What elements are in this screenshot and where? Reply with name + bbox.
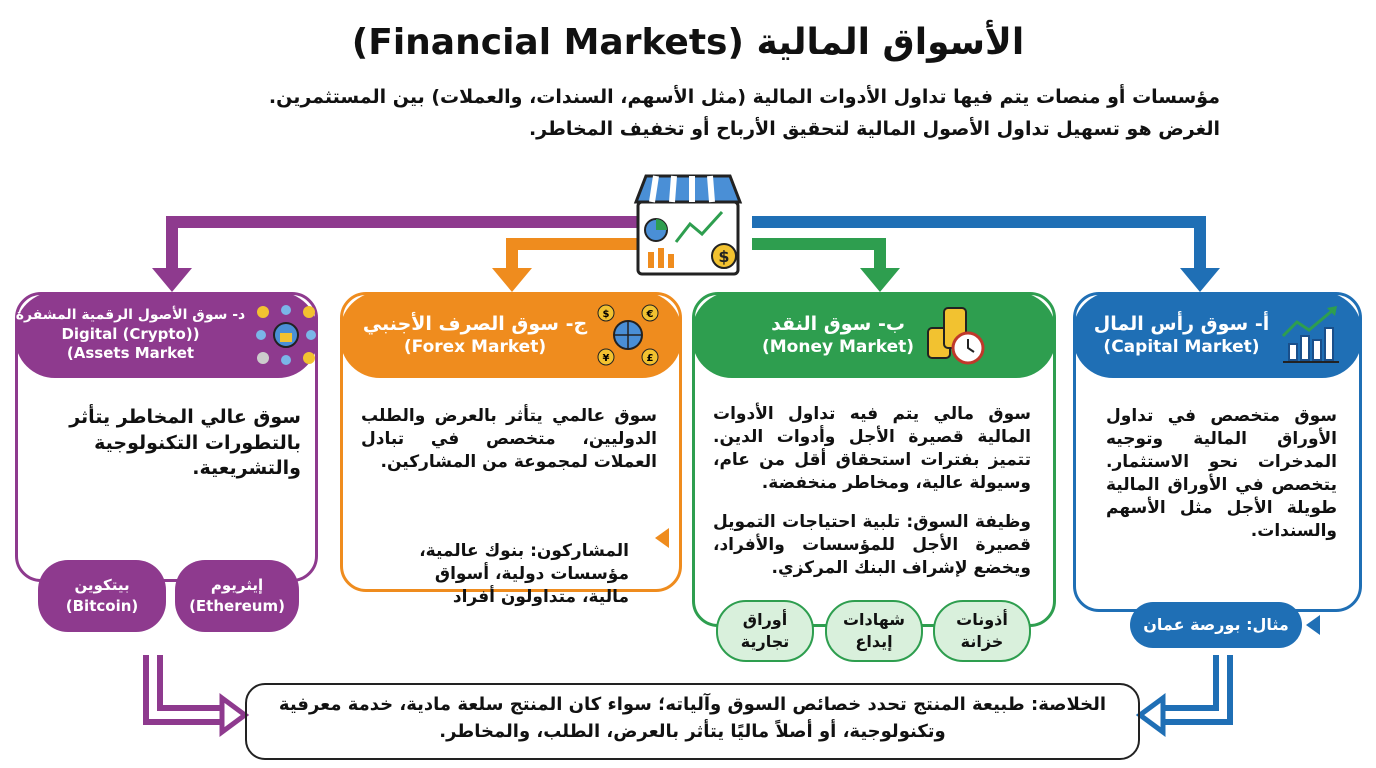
capital-description: سوق متخصص في تداول الأوراق المالية وتوجي… — [1106, 406, 1337, 541]
forex-participants: المشاركون: بنوك عالمية، مؤسسات دولية، أس… — [419, 541, 629, 607]
money-market-header: ب- سوق النقد (Money Market) — [692, 292, 1056, 378]
globe-currency-icon: $ € ¥ £ — [597, 304, 659, 366]
money-function: وظيفة السوق: تلبية احتياجات التمويل قصير… — [713, 512, 1031, 578]
capital-title-en: (Capital Market) — [1103, 337, 1260, 358]
chart-growth-icon — [1282, 306, 1340, 363]
ethereum-label-en: (Ethereum) — [189, 597, 285, 615]
svg-text:$: $ — [603, 309, 610, 320]
bitcoin-pill: بيتكوين (Bitcoin) — [38, 560, 166, 632]
capital-market-card: أ- سوق رأس المال (Capital Market) سوق مت… — [1073, 292, 1362, 612]
capital-example-pill: مثال: بورصة عمان — [1130, 602, 1302, 648]
forex-title: ج- سوق الصرف الأجنبي — [362, 312, 588, 335]
forex-title-en: (Forex Market) — [403, 337, 547, 358]
ethereum-label-ar: إيثريوم — [210, 576, 264, 594]
crypto-market-card: د- سوق الأصول الرقمية المشفرة (Digital (… — [15, 292, 318, 582]
capital-title: أ- سوق رأس المال — [1093, 312, 1270, 335]
deposit-certificates-pill: شهادات إيداع — [825, 600, 923, 662]
commercial-papers-pill: أوراق تجارية — [716, 600, 814, 662]
crypto-title-en: (Digital (Crypto) — [61, 324, 200, 343]
forex-market-card: $ € ¥ £ ج- سوق الصرف الأجنبي (Forex Market… — [340, 292, 682, 607]
crypto-title-en-2: Assets Market) — [66, 344, 195, 363]
crypto-network-icon — [256, 305, 317, 365]
forex-description: سوق عالمي يتأثر بالعرض والطلب الدوليين، … — [361, 406, 657, 472]
market-store-icon: $ — [633, 174, 743, 276]
money-title-en: (Money Market) — [761, 337, 915, 358]
subtitle-line-1: مؤسسات أو منصات يتم فيها تداول الأدوات ا… — [268, 86, 1220, 108]
crypto-description: سوق عالي المخاطر يتأثر بالتطورات التكنول… — [69, 406, 301, 480]
crypto-market-header: د- سوق الأصول الرقمية المشفرة (Digital (… — [15, 292, 318, 378]
ethereum-pill: إيثريوم (Ethereum) — [175, 560, 299, 632]
capital-arrow-icon — [1306, 615, 1320, 635]
crypto-title: د- سوق الأصول الرقمية المشفرة — [15, 307, 246, 324]
svg-text:$: $ — [718, 247, 729, 266]
money-description: سوق مالي يتم فيه تداول الأدوات المالية ق… — [713, 404, 1031, 493]
summary-box: الخلاصة: طبيعة المنتج تحدد خصائص السوق و… — [245, 683, 1140, 760]
svg-text:£: £ — [647, 353, 654, 364]
subtitle-line-2: الغرض هو تسهيل تداول الأصول المالية لتحق… — [528, 118, 1220, 140]
treasury-bills-pill: أذونات خزانة — [933, 600, 1031, 662]
coins-clock-icon — [927, 307, 985, 365]
capital-market-header: أ- سوق رأس المال (Capital Market) — [1073, 292, 1362, 378]
svg-text:¥: ¥ — [603, 353, 610, 364]
money-market-card: ب- سوق النقد (Money Market) سوق مالي يتم… — [692, 292, 1056, 627]
forex-market-header: $ € ¥ £ ج- سوق الصرف الأجنبي (Forex Market… — [340, 292, 682, 378]
bitcoin-label-en: (Bitcoin) — [65, 597, 139, 615]
svg-text:€: € — [646, 309, 654, 320]
forex-arrow-icon — [655, 528, 669, 548]
money-title: ب- سوق النقد — [771, 312, 905, 335]
page-title: الأسواق المالية (Financial Markets) — [351, 22, 1025, 63]
bitcoin-label-ar: بيتكوين — [74, 576, 130, 594]
